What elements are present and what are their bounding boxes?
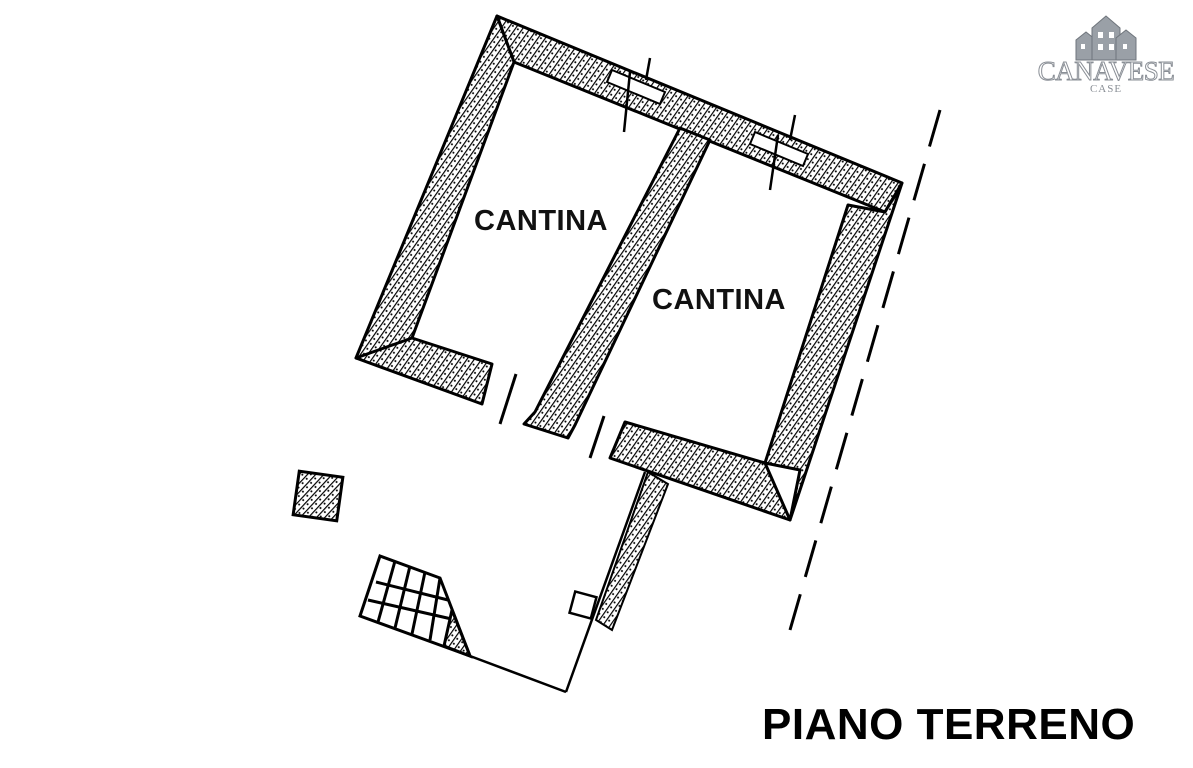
wall-right <box>763 181 904 522</box>
room-label-cantina-2: CANTINA <box>652 284 786 316</box>
room-label-cantina-1: CANTINA <box>474 205 608 237</box>
logo-brand-text: CANAVESE <box>1037 56 1175 86</box>
logo-sub-text: CASE <box>1089 83 1123 95</box>
window-openings <box>605 68 810 168</box>
door-marks <box>498 373 606 459</box>
wall-bottom-left <box>354 336 494 406</box>
floor-title: PIANO TERRENO <box>762 700 1136 749</box>
logo: CANAVESE CASE <box>1030 14 1182 100</box>
wall-left <box>354 14 516 364</box>
wall-top <box>495 14 904 214</box>
stair-ramp <box>594 470 670 632</box>
pillar-square <box>291 469 345 523</box>
wall-divider <box>522 126 712 440</box>
courtyard-outline <box>469 471 647 694</box>
wall-bottom-right <box>608 420 792 522</box>
houses-icon <box>1075 15 1137 61</box>
window-2 <box>748 130 810 168</box>
window-marks <box>622 57 797 191</box>
staircase <box>358 554 473 659</box>
window-1 <box>605 68 667 106</box>
boundary-dashed-line <box>788 109 942 631</box>
small-box <box>567 589 599 621</box>
